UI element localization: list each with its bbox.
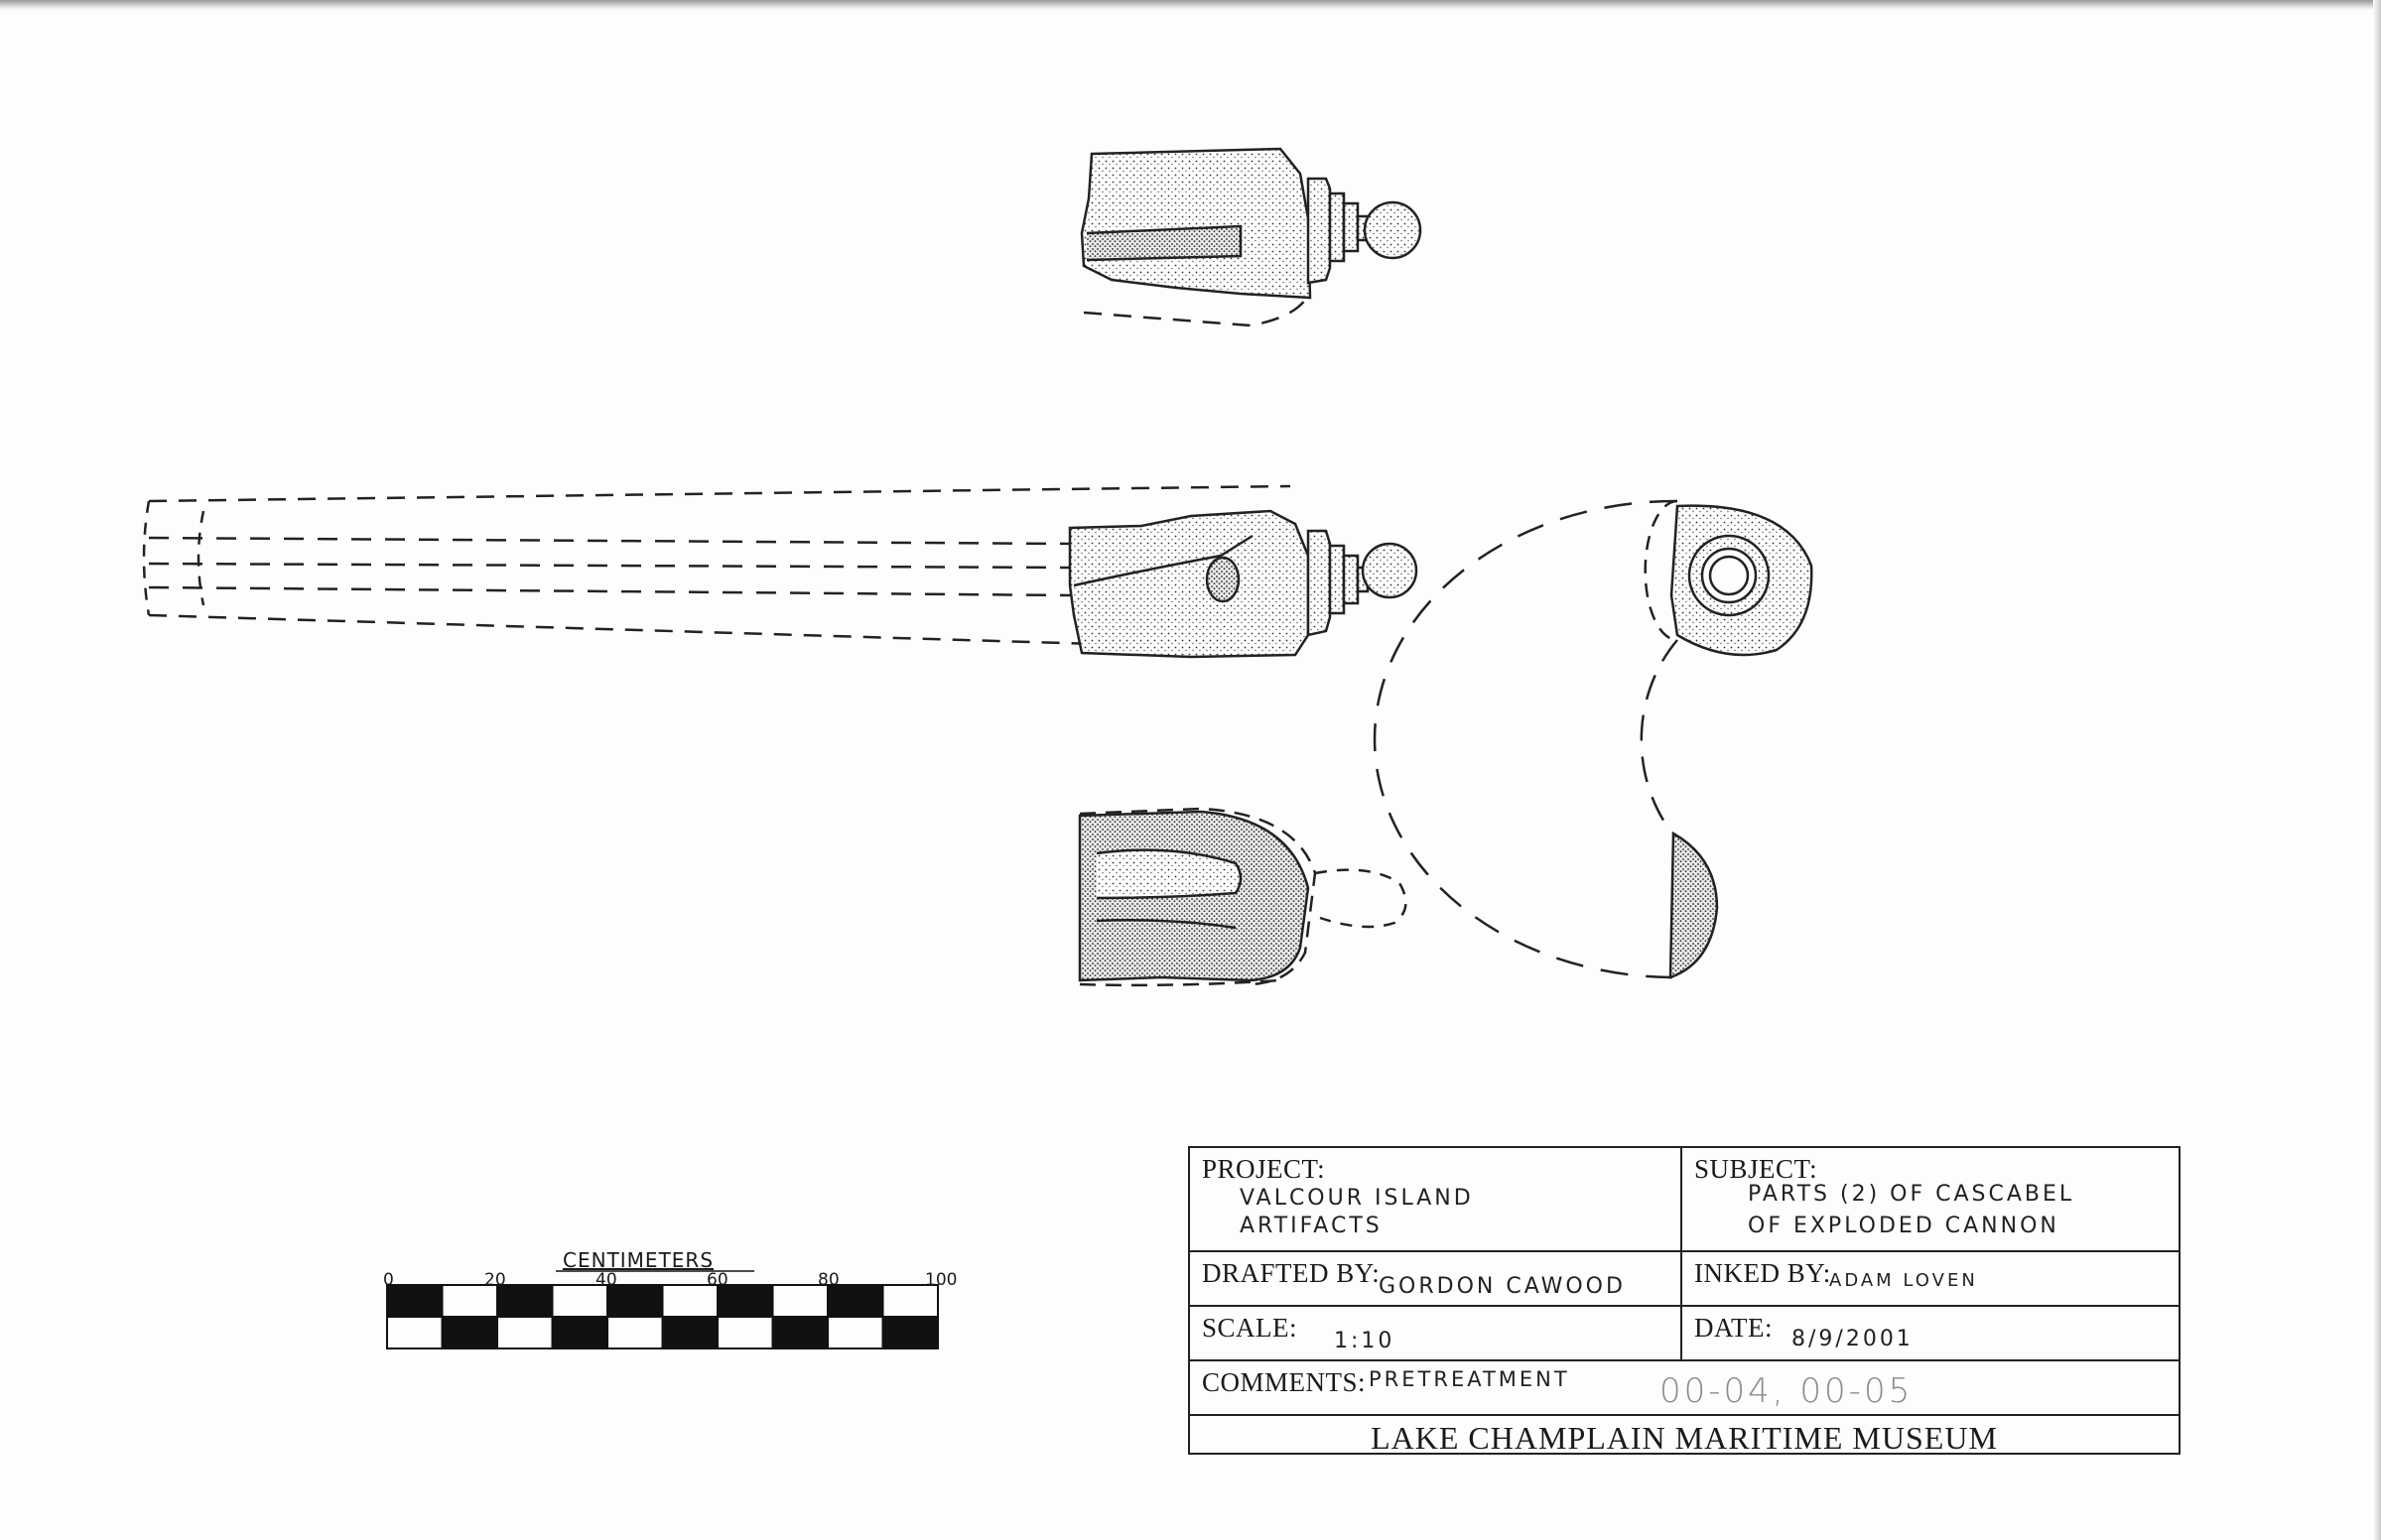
scale-bar-segment: [606, 1316, 664, 1349]
scale-bar-segment: [717, 1316, 774, 1349]
scale-tick: 40: [595, 1270, 617, 1290]
scale-tick: 0: [383, 1270, 394, 1290]
date-value: 8/9/2001: [1791, 1327, 1914, 1351]
drafted-cell: DRAFTED BY: GORDON CAWOOD: [1190, 1252, 1682, 1305]
title-row-scale: SCALE: 1:10 DATE: 8/9/2001: [1190, 1307, 2179, 1361]
scale-tick: 100: [925, 1270, 958, 1290]
scale-bar-segment: [386, 1284, 444, 1318]
project-value-line1: VALCOUR ISLAND: [1240, 1186, 1474, 1211]
scale-tick: 60: [707, 1270, 728, 1290]
scale-bar-label: CENTIMETERS: [563, 1248, 715, 1272]
scale-tick: 80: [818, 1270, 840, 1290]
subject-label: SUBJECT:: [1694, 1154, 1818, 1184]
catalog-numbers: 00-04, 00-05: [1659, 1371, 1914, 1411]
subject-value-line1: PARTS (2) OF CASCABEL: [1748, 1182, 2075, 1207]
scale-bar-segment: [386, 1316, 444, 1349]
comments-label: COMMENTS:: [1202, 1367, 1367, 1397]
scan-right-edge: [2373, 0, 2381, 1540]
museum-name: LAKE CHAMPLAIN MARITIME MUSEUM: [1371, 1420, 1998, 1456]
scale-bar-segment: [881, 1316, 939, 1349]
scale-bar-segment: [551, 1316, 608, 1349]
scan-top-edge: [0, 0, 2381, 10]
inked-label: INKED BY:: [1694, 1258, 1831, 1288]
scale-bar: [386, 1270, 939, 1349]
inked-value: ADAM LOVEN: [1829, 1270, 1978, 1291]
scale-bar-segment: [661, 1316, 719, 1349]
project-value-line2: ARTIFACTS: [1240, 1214, 1383, 1238]
scale-bar-segment: [441, 1316, 498, 1349]
scale-bar-segment: [661, 1284, 719, 1318]
scale-value: 1:10: [1334, 1329, 1395, 1353]
subject-value-line2: OF EXPLODED CANNON: [1748, 1214, 2059, 1238]
date-label: DATE:: [1694, 1313, 1773, 1343]
scale-tick: 20: [484, 1270, 506, 1290]
fragment-side-view: [142, 484, 1418, 659]
scale-bar-segment: [771, 1316, 829, 1349]
scale-bar-segment: [551, 1284, 608, 1318]
title-block: PROJECT: VALCOUR ISLAND ARTIFACTS SUBJEC…: [1188, 1146, 2181, 1456]
scale-bar-segment: [496, 1316, 554, 1349]
scale-bar-segment: [771, 1284, 829, 1318]
project-cell: PROJECT: VALCOUR ISLAND ARTIFACTS: [1190, 1148, 1682, 1250]
scale-bar-segment: [827, 1316, 884, 1349]
cascabel-end-views: [1373, 499, 1813, 979]
fragment-top-view: [1080, 147, 1422, 327]
comments-value: PRETREATMENT: [1369, 1367, 1570, 1391]
scale-cell: SCALE: 1:10: [1190, 1307, 1682, 1359]
scale-bar-segment: [881, 1284, 939, 1318]
scale-label: SCALE:: [1202, 1313, 1298, 1343]
subject-cell: SUBJECT: PARTS (2) OF CASCABEL OF EXPLOD…: [1682, 1148, 2179, 1250]
date-cell: DATE: 8/9/2001: [1682, 1307, 2179, 1359]
fragment-bottom-view: [1078, 807, 1407, 987]
title-row-drafted: DRAFTED BY: GORDON CAWOOD INKED BY: ADAM…: [1190, 1252, 2179, 1307]
project-label: PROJECT:: [1202, 1154, 1326, 1184]
title-row-project: PROJECT: VALCOUR ISLAND ARTIFACTS SUBJEC…: [1190, 1148, 2179, 1252]
drafted-value: GORDON CAWOOD: [1379, 1274, 1626, 1299]
title-row-comments: COMMENTS: PRETREATMENT 00-04, 00-05: [1190, 1361, 2179, 1416]
inked-cell: INKED BY: ADAM LOVEN: [1682, 1252, 2179, 1305]
drafted-label: DRAFTED BY:: [1202, 1258, 1381, 1288]
